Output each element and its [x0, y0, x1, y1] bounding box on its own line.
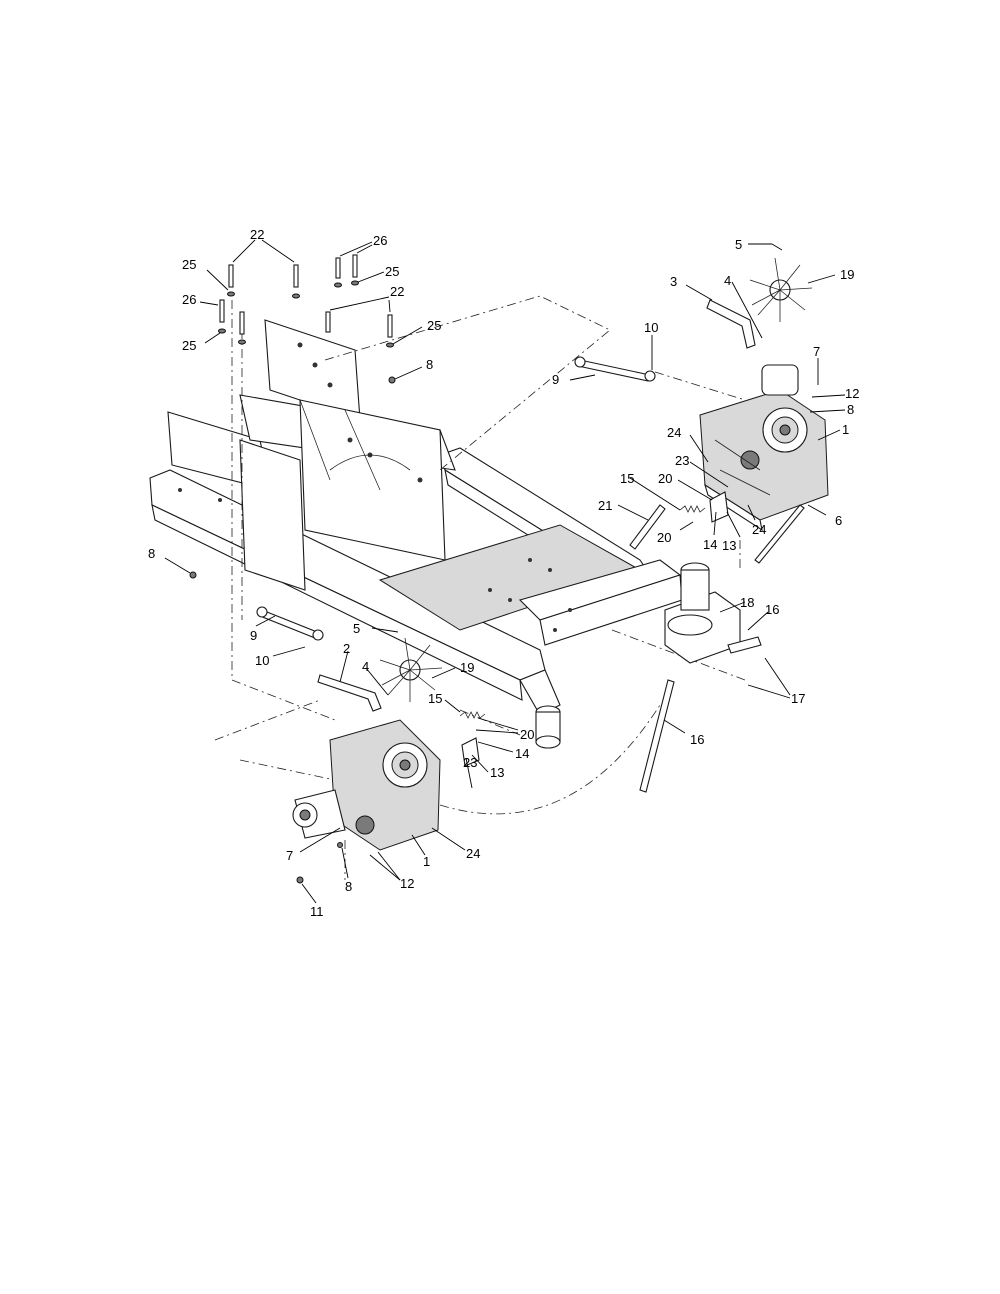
leader-lines: [164, 239, 846, 904]
callout-1: 1: [423, 854, 430, 869]
callout-7: 7: [286, 848, 293, 863]
callout-20: 20: [657, 530, 671, 545]
callout-11: 11: [310, 904, 324, 919]
callout-5: 5: [735, 237, 742, 252]
callout-9: 9: [250, 628, 257, 643]
callout-6: 6: [835, 513, 842, 528]
callout-16: 16: [765, 602, 779, 617]
callout-21: 21: [598, 498, 612, 513]
callout-4: 4: [362, 659, 369, 674]
callout-17: 17: [791, 691, 805, 706]
chassis-frame: [149, 319, 683, 716]
callout-25: 25: [182, 338, 196, 353]
callout-12: 12: [845, 386, 859, 401]
tank-group: [535, 562, 762, 793]
left-transaxle: [256, 606, 486, 884]
callout-13: 13: [490, 765, 504, 780]
callout-13: 13: [722, 538, 736, 553]
callout-15: 15: [428, 691, 442, 706]
callout-15: 15: [620, 471, 634, 486]
callout-22: 22: [250, 227, 264, 242]
callout-5: 5: [353, 621, 360, 636]
callout-25: 25: [385, 264, 399, 279]
callout-24: 24: [466, 846, 480, 861]
callout-19: 19: [840, 267, 854, 282]
callout-26: 26: [373, 233, 387, 248]
callout-8: 8: [847, 402, 854, 417]
callout-14: 14: [515, 746, 529, 761]
hardware-bolts: [189, 254, 396, 579]
callout-8: 8: [148, 546, 155, 561]
callout-12: 12: [400, 876, 414, 891]
assembly-guides: [214, 295, 746, 880]
callout-9: 9: [552, 372, 559, 387]
callout-23: 23: [675, 453, 689, 468]
callout-7: 7: [813, 344, 820, 359]
callout-14: 14: [703, 537, 717, 552]
callout-3: 3: [670, 274, 677, 289]
callout-16: 16: [690, 732, 704, 747]
callout-24: 24: [752, 522, 766, 537]
callout-20: 20: [520, 727, 534, 742]
callout-4: 4: [724, 273, 731, 288]
callout-20: 20: [658, 471, 672, 486]
callout-19: 19: [460, 660, 474, 675]
callout-25: 25: [182, 257, 196, 272]
callout-24: 24: [667, 425, 681, 440]
callout-10: 10: [644, 320, 658, 335]
callout-8: 8: [426, 357, 433, 372]
callout-10: 10: [255, 653, 269, 668]
right-transaxle: [574, 257, 829, 564]
callout-1: 1: [842, 422, 849, 437]
callout-2: 2: [343, 641, 350, 656]
callout-22: 22: [390, 284, 404, 299]
callout-25: 25: [427, 318, 441, 333]
callout-labels: 22 25 26 25 26 25 22 25 8 8 5 19 3 4 10 …: [148, 227, 859, 919]
callout-8: 8: [345, 879, 352, 894]
callout-18: 18: [740, 595, 754, 610]
callout-26: 26: [182, 292, 196, 307]
callout-23: 23: [463, 755, 477, 770]
